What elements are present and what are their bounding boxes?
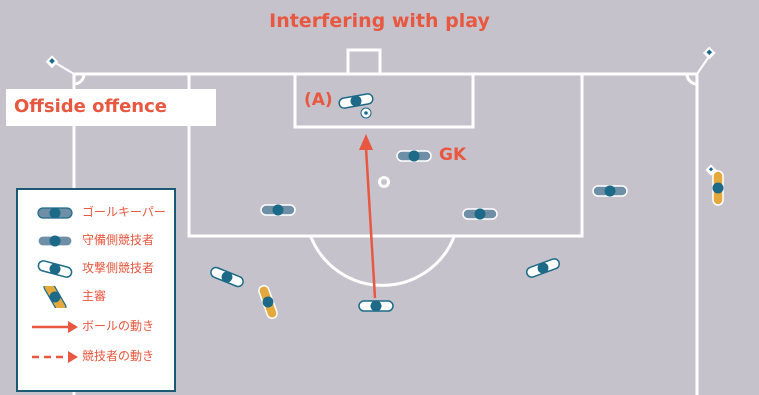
corner-arc-left [73, 73, 86, 86]
offside-label-box: Offside offence [6, 89, 216, 126]
defender-player [592, 185, 628, 197]
legend-label: 攻撃側競技者 [82, 261, 155, 275]
penalty-area [187, 72, 584, 238]
referee-player [258, 284, 278, 320]
player-movement-arrow-icon [32, 351, 78, 363]
legend-item-referee: 主審 [18, 284, 174, 308]
penalty-arc [309, 236, 456, 287]
ball-movement-arrow-icon [32, 321, 78, 333]
legend-item-player-movement: 競技者の動き [18, 344, 174, 368]
defender-player [462, 208, 498, 220]
attacker-a-label: (A) [304, 90, 333, 110]
attacker-player [210, 266, 244, 288]
goal [346, 48, 382, 76]
defender-icon [37, 235, 73, 247]
corner-arc-right [685, 73, 698, 86]
ball-icon [360, 107, 372, 119]
diagram-title: Interfering with play [269, 10, 490, 32]
legend: ゴールキーパー 守備側競技者 攻撃側競技者 主審 ボールの動き [16, 188, 176, 392]
legend-item-attacker: 攻撃側競技者 [18, 256, 174, 280]
legend-label: 主審 [82, 289, 107, 303]
assistant-referee-player [712, 170, 724, 206]
pitch-markings [72, 48, 699, 395]
legend-label: ボールの動き [82, 319, 155, 333]
legend-item-goalkeeper: ゴールキーパー [18, 200, 174, 224]
legend-label: 守備側競技者 [82, 233, 155, 247]
legend-item-defender: 守備側競技者 [18, 228, 174, 252]
attacker-icon [37, 260, 73, 278]
legend-label: ゴールキーパー [82, 205, 166, 219]
goal-area [293, 72, 475, 129]
goalkeeper-player [396, 150, 432, 162]
offside-label: Offside offence [14, 96, 167, 117]
goalkeeper-icon [37, 207, 73, 219]
goalkeeper-label: GK [439, 145, 467, 165]
attacker-player [358, 300, 394, 312]
penalty-spot [378, 176, 390, 188]
attacker-a-player [338, 93, 374, 109]
defender-player [260, 204, 296, 216]
legend-item-ball-movement: ボールの動き [18, 314, 174, 338]
corner-flag-right-icon [696, 46, 716, 75]
referee-icon [43, 286, 67, 308]
legend-label: 競技者の動き [82, 349, 155, 363]
attacker-player [525, 258, 561, 278]
corner-flag-left-icon [45, 55, 75, 75]
ball-movement-arrow [359, 134, 377, 299]
